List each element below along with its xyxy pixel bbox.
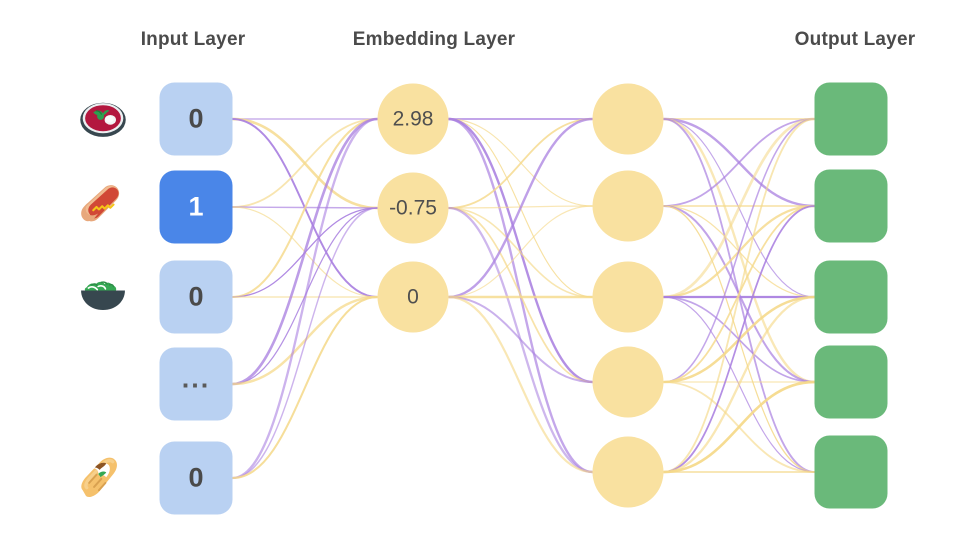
edge: [663, 118, 815, 207]
edge: [663, 205, 815, 473]
output-node-3[interactable]: [814, 345, 888, 419]
edge: [232, 207, 378, 479]
output-node-0[interactable]: [814, 82, 888, 156]
hidden-node-4[interactable]: [592, 436, 664, 508]
input-node-0[interactable]: 0: [159, 82, 233, 156]
embedding-node-2[interactable]: 0: [377, 261, 449, 333]
edge: [448, 205, 593, 209]
edge: [663, 295, 815, 474]
edge: [448, 117, 593, 299]
edge: [232, 118, 378, 208]
steak-icon: [77, 93, 129, 145]
embedding-node-0[interactable]: 2.98: [377, 83, 449, 155]
edge: [232, 117, 378, 480]
hidden-node-2[interactable]: [592, 261, 664, 333]
output-node-4[interactable]: [814, 435, 888, 509]
edge: [663, 380, 815, 474]
edge: [232, 117, 378, 386]
edge: [663, 204, 815, 299]
edge: [663, 118, 815, 473]
edge: [232, 117, 378, 299]
embedding-node-1[interactable]: -0.75: [377, 172, 449, 244]
edge: [663, 381, 815, 473]
hidden-node-0[interactable]: [592, 83, 664, 155]
edge: [663, 117, 815, 299]
edge: [663, 118, 815, 298]
input-node-1[interactable]: 1: [159, 170, 233, 244]
edge: [663, 118, 815, 473]
edge: [448, 118, 593, 298]
edge: [448, 118, 593, 209]
edge: [663, 205, 815, 298]
edge: [663, 118, 815, 383]
edge: [663, 117, 815, 208]
edge: [232, 206, 378, 298]
edge: [448, 118, 593, 207]
output-node-1[interactable]: [814, 169, 888, 243]
edge: [448, 295, 593, 474]
edge: [448, 117, 593, 384]
edge: [448, 205, 593, 298]
edge: [232, 117, 378, 210]
salad-icon: [77, 271, 129, 323]
layer-title-embedding-layer: Embedding Layer: [352, 29, 516, 50]
hidden-node-3[interactable]: [592, 346, 664, 418]
edge: [663, 296, 815, 383]
edge: [663, 296, 815, 473]
input-node-4[interactable]: 0: [159, 441, 233, 515]
output-node-2[interactable]: [814, 260, 888, 334]
taco-icon: [77, 452, 129, 504]
edge: [232, 207, 378, 385]
edge: [448, 207, 593, 383]
edge: [448, 206, 593, 474]
edge: [663, 204, 815, 384]
edge: [663, 205, 815, 473]
input-node-2[interactable]: 0: [159, 260, 233, 334]
layer-title-output-layer: Output Layer: [794, 29, 916, 50]
edge: [448, 207, 593, 298]
edge: [232, 118, 378, 298]
edge: [232, 207, 378, 298]
edge: [663, 117, 815, 384]
edge: [232, 206, 378, 209]
edge: [232, 295, 378, 386]
hotdog-icon: [77, 181, 129, 233]
edge: [663, 205, 815, 383]
edge: [232, 295, 378, 480]
input-node-ellipsis[interactable]: ...: [159, 347, 233, 421]
layer-title-input-layer: Input Layer: [140, 29, 246, 50]
hidden-node-1[interactable]: [592, 170, 664, 242]
edge: [663, 295, 815, 384]
edge: [448, 296, 593, 383]
edge: [448, 117, 593, 474]
